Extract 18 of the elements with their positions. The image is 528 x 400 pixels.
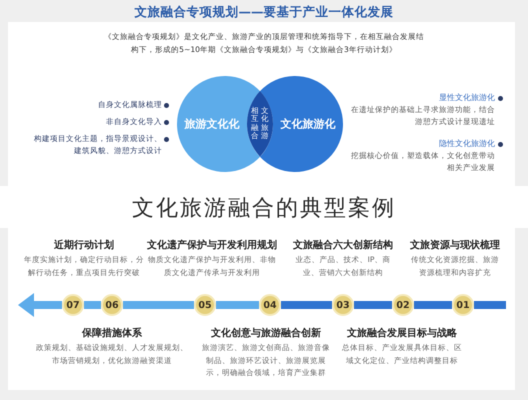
caption: 文化旅游融合的典型案例 xyxy=(132,195,396,223)
timeline-segment xyxy=(84,301,101,309)
timeline-segment xyxy=(123,301,194,309)
step-heading: 保障措施体系 xyxy=(82,326,142,340)
timeline-segment xyxy=(474,301,506,309)
title: 文旅融合专项规划——要基于产业一体化发展 xyxy=(134,4,394,21)
timeline-segment xyxy=(414,301,452,309)
step-heading: 文旅融合发展目标与战略 xyxy=(347,326,457,340)
list-heading: 显性文化旅游化 xyxy=(438,92,495,104)
list-heading: 隐性文化旅游化 xyxy=(438,138,495,150)
step-heading: 文化创意与旅游融合创新 xyxy=(211,326,321,340)
timeline-segment xyxy=(354,301,392,309)
step-heading: 文旅资源与现状梳理 xyxy=(410,238,500,252)
step-heading: 文旅融合六大创新结构 xyxy=(293,238,393,252)
timeline-segment xyxy=(281,301,332,309)
step-heading: 近期行动计划 xyxy=(54,238,114,252)
step-heading: 文化遗产保护与开发利用规划 xyxy=(147,238,277,252)
timeline-segment xyxy=(216,301,259,309)
